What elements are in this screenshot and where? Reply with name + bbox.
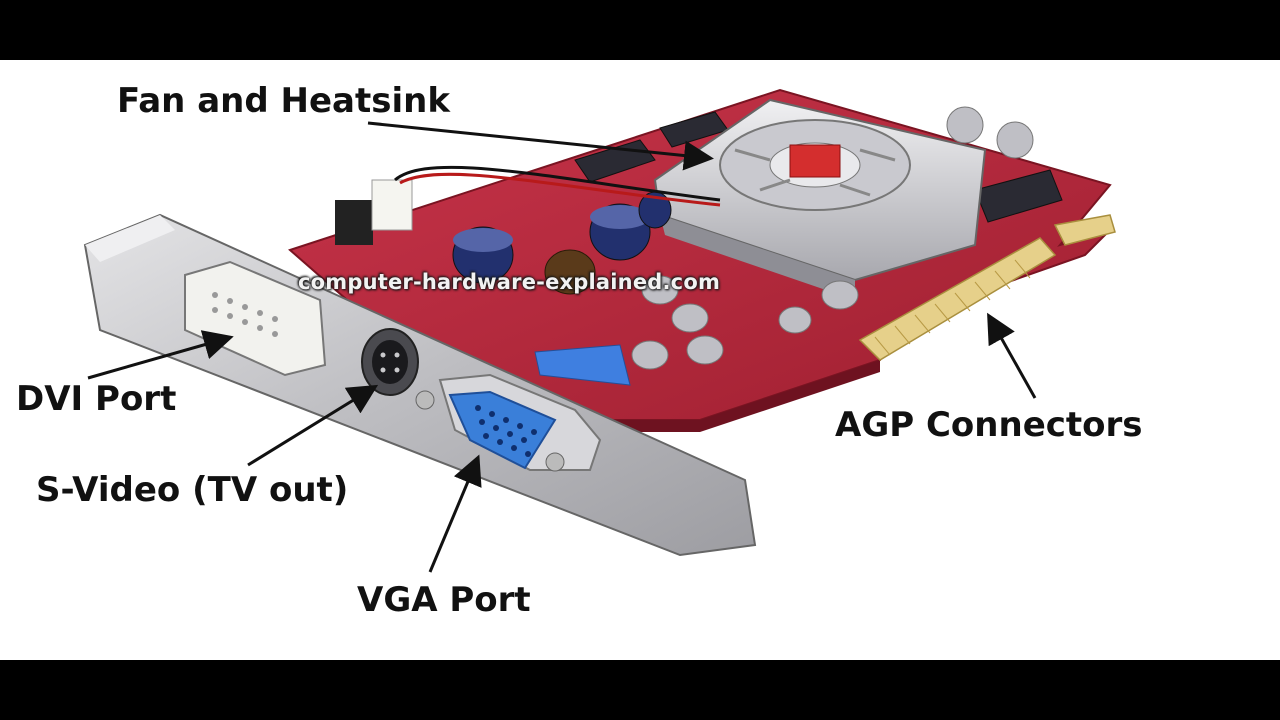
dvi-port (184, 260, 327, 377)
agp-connectors-arrow (987, 312, 1037, 399)
capacitors (452, 106, 1034, 370)
label-agp-connectors: AGP Connectors (835, 405, 1143, 445)
fan-header (335, 165, 721, 245)
watermark-text: computer-hardware-explained.com (298, 270, 721, 294)
s-video-arrow (247, 384, 379, 467)
label-s-video: S-Video (TV out) (36, 470, 349, 510)
fan-heatsink-unit (653, 98, 987, 300)
fan-heatsink-arrow (367, 121, 714, 171)
label-fan-heatsink: Fan and Heatsink (117, 81, 450, 121)
agp-edge-connector (858, 214, 1116, 361)
graphics-card-illustration (83, 88, 1116, 573)
dvi-port-arrow (87, 330, 234, 380)
diagram-canvas: computer-hardware-explained.com Fan and … (0, 60, 1280, 660)
annotation-arrows (87, 121, 1037, 573)
vga-port-arrow (428, 454, 482, 573)
label-dvi-port: DVI Port (16, 379, 177, 419)
label-vga-port: VGA Port (357, 580, 531, 620)
letterbox-bottom (0, 660, 1280, 720)
s-video-port (361, 328, 419, 396)
letterbox-top (0, 0, 1280, 60)
vga-port (415, 373, 602, 472)
